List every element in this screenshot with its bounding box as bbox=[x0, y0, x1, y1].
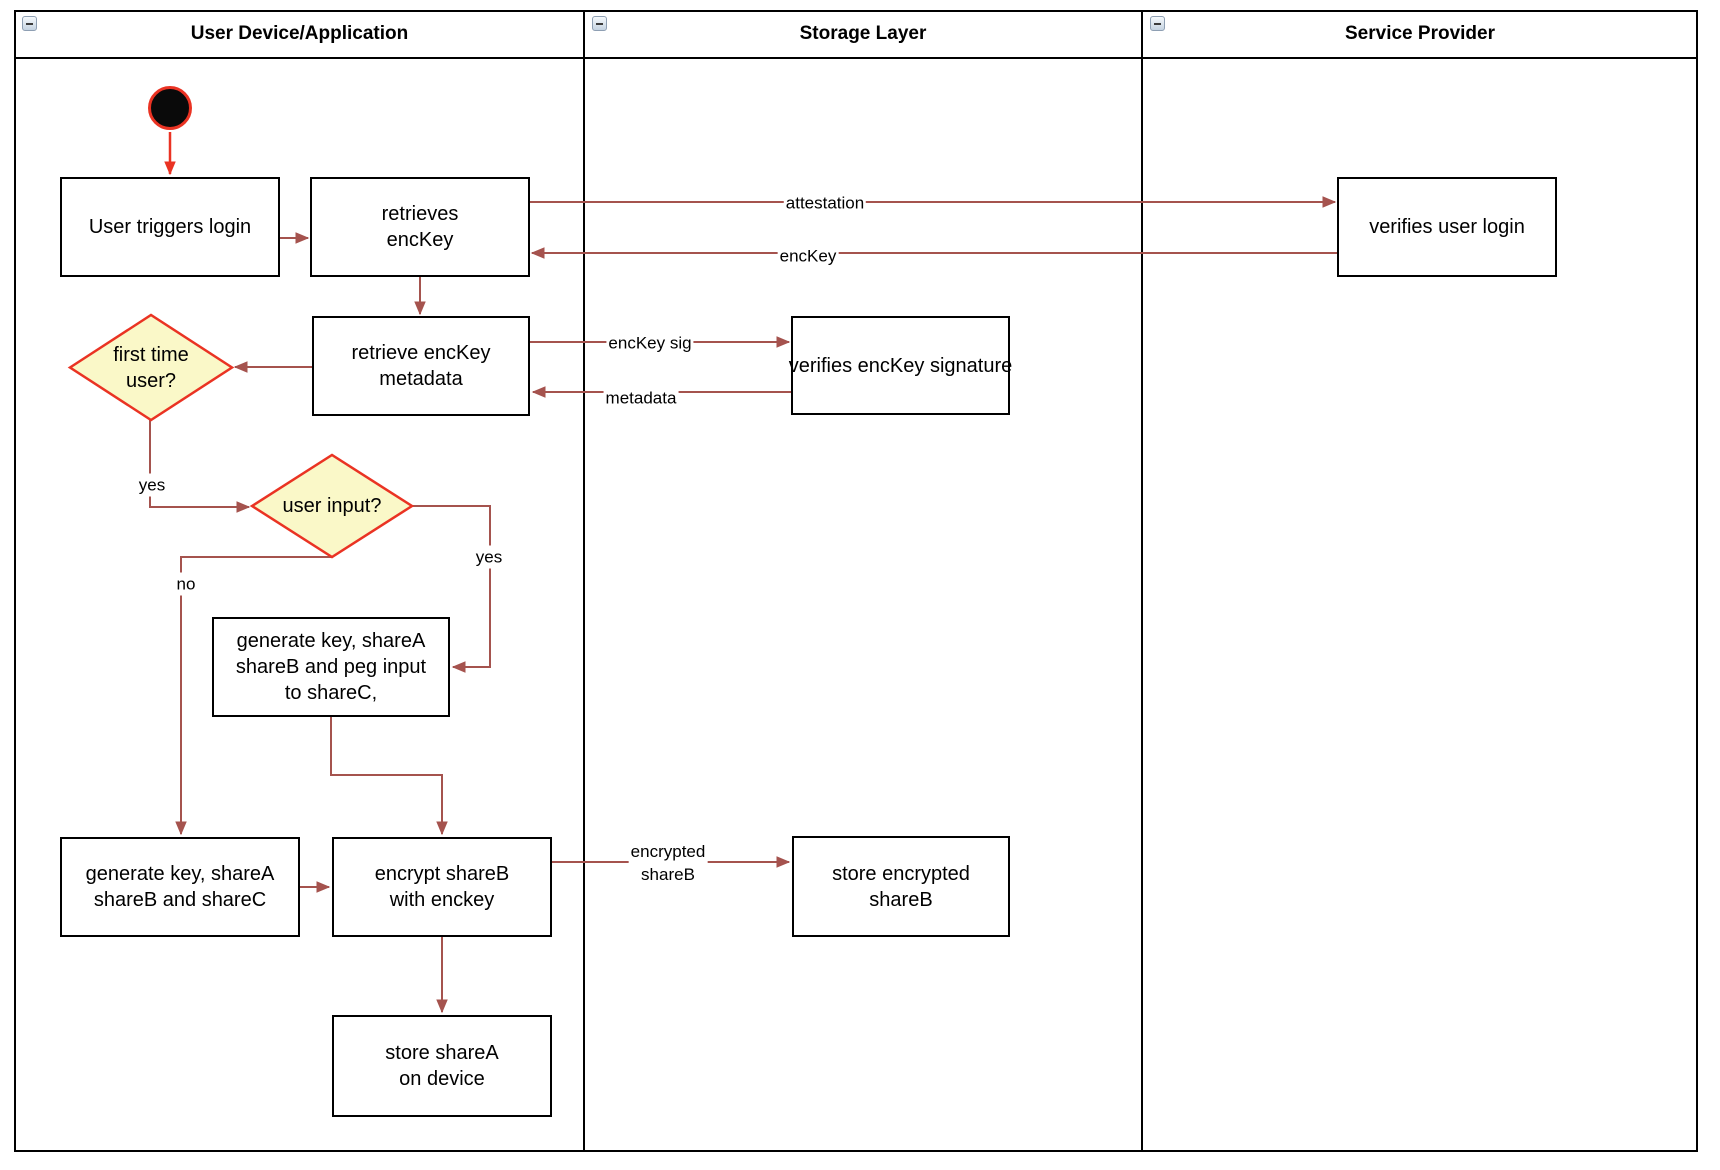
node-label: retrieves encKey bbox=[381, 203, 459, 251]
first-time-user-decision bbox=[67, 313, 235, 422]
node-label: retrieve encKey metadata bbox=[351, 342, 491, 390]
node-label: encrypt shareB with enckey bbox=[374, 863, 510, 911]
edge-label-yes-first-time: yes bbox=[136, 473, 168, 497]
decision-label: user input? bbox=[282, 495, 382, 517]
node-store-sharea: store shareA on device bbox=[332, 1015, 552, 1117]
user-input-decision bbox=[249, 453, 415, 559]
node-user-triggers-login: User triggers login bbox=[60, 177, 280, 277]
lane-title-service-provider: Service Provider bbox=[1345, 23, 1495, 44]
node-label: store shareA on device bbox=[385, 1042, 499, 1090]
node-encrypt-shareb: encrypt shareB with enckey bbox=[332, 837, 552, 937]
node-verifies-user-login: verifies user login bbox=[1337, 177, 1557, 277]
edge-label-yes-user-input: yes bbox=[473, 545, 505, 569]
node-label: verifies encKey signature bbox=[788, 354, 1013, 377]
edge-label-enckey: encKey bbox=[777, 244, 839, 268]
node-verifies-enckey-signature: verifies encKey signature bbox=[788, 316, 1013, 415]
lane-collapse-button[interactable] bbox=[592, 16, 607, 31]
decision-user-input: user input? bbox=[252, 455, 412, 557]
minus-icon bbox=[596, 22, 603, 25]
node-retrieve-enckey-metadata: retrieve encKey metadata bbox=[312, 316, 530, 416]
lane-title-user-device: User Device/Application bbox=[190, 23, 409, 44]
edge-label-enckey-sig: encKey sig bbox=[606, 331, 694, 355]
minus-icon bbox=[26, 22, 33, 25]
edge-label-metadata: metadata bbox=[603, 386, 679, 410]
edge-userinput-no bbox=[175, 556, 332, 836]
edge-userinput-yes bbox=[412, 505, 491, 673]
edge-label-no-user-input: no bbox=[174, 572, 198, 596]
edge-label-encrypted-shareb: encrypted shareB bbox=[628, 840, 708, 886]
node-generate-key-shares: generate key, shareA shareB and shareC bbox=[60, 837, 300, 937]
edge-firsttime-yes bbox=[149, 420, 251, 513]
edge-label-attestation: attestation bbox=[783, 191, 867, 215]
node-store-encrypted-shareb: store encrypted shareB bbox=[792, 836, 1010, 937]
node-retrieves-enckey: retrieves encKey bbox=[310, 177, 530, 277]
node-label: store encrypted shareB bbox=[832, 862, 970, 911]
start-node bbox=[148, 86, 192, 130]
decision-first-time-user: first time user? bbox=[70, 315, 232, 420]
node-label: verifies user login bbox=[1369, 216, 1525, 238]
lane-collapse-button[interactable] bbox=[22, 16, 37, 31]
node-generate-key-peg-input: generate key, shareA shareB and peg inpu… bbox=[212, 617, 450, 717]
node-label: generate key, shareA shareB and shareC bbox=[85, 863, 275, 911]
lane-collapse-button[interactable] bbox=[1150, 16, 1165, 31]
node-label: User triggers login bbox=[88, 216, 252, 238]
edge-genpeg-to-encrypt bbox=[330, 717, 448, 836]
minus-icon bbox=[1154, 22, 1161, 25]
lane-title-storage-layer: Storage Layer bbox=[799, 23, 927, 44]
node-label: generate key, shareA shareB and peg inpu… bbox=[235, 630, 427, 704]
decision-label: first time user? bbox=[113, 343, 189, 392]
